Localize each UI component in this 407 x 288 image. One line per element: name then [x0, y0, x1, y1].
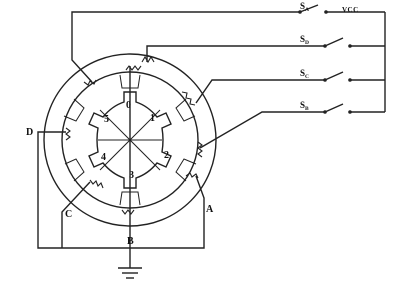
coil-left	[65, 127, 71, 141]
coil-right	[197, 141, 203, 158]
phase-label-c: C	[65, 209, 72, 220]
coil-top-left	[83, 79, 97, 86]
switch-sb[interactable]	[324, 103, 344, 113]
switch-label-sd: SD	[300, 34, 309, 46]
coil-bottom-right	[185, 172, 199, 179]
switch-sc[interactable]	[324, 71, 344, 81]
coil-bottom	[121, 209, 135, 215]
switch-sd[interactable]	[324, 37, 344, 47]
switch-labels: SA SD SC SB VCC	[300, 1, 359, 112]
switch-wiring	[71, 4, 386, 149]
stator-tooth-bottom-left	[64, 158, 85, 182]
rotor-tooth-5: 5	[104, 114, 109, 125]
switch-label-sc: SC	[300, 68, 309, 80]
coil-top-right	[181, 91, 196, 106]
rotor-tooth-3: 3	[129, 170, 134, 181]
vcc-label: VCC	[342, 6, 359, 14]
coil-top-a	[125, 65, 142, 71]
stator-tooth-top-left	[63, 98, 85, 122]
coil-bottom-left	[89, 179, 104, 189]
rotor-numbers: 0 1 2 3 4 5	[101, 100, 169, 181]
phase-label-a: A	[206, 204, 214, 215]
coils	[65, 55, 203, 215]
stator-tooth-top-right	[175, 98, 196, 122]
rotor-tooth-4: 4	[101, 152, 106, 163]
phase-label-d: D	[26, 127, 33, 138]
rotor-tooth-2: 2	[164, 150, 169, 161]
stator-tooth-bottom-right	[175, 158, 197, 182]
switch-label-sb: SB	[300, 100, 309, 112]
coil-top-b	[141, 55, 155, 64]
phase-label-b: B	[127, 236, 134, 247]
rotor-body	[88, 91, 172, 189]
rotor-tooth-0: 0	[126, 100, 131, 111]
phase-labels: D C A B	[26, 127, 214, 247]
switch-label-sa: SA	[300, 1, 309, 13]
phase-wiring	[37, 66, 205, 279]
switch-sa[interactable]	[299, 4, 319, 13]
switch-contacts	[298, 10, 352, 114]
rotor-tooth-1: 1	[150, 113, 155, 124]
